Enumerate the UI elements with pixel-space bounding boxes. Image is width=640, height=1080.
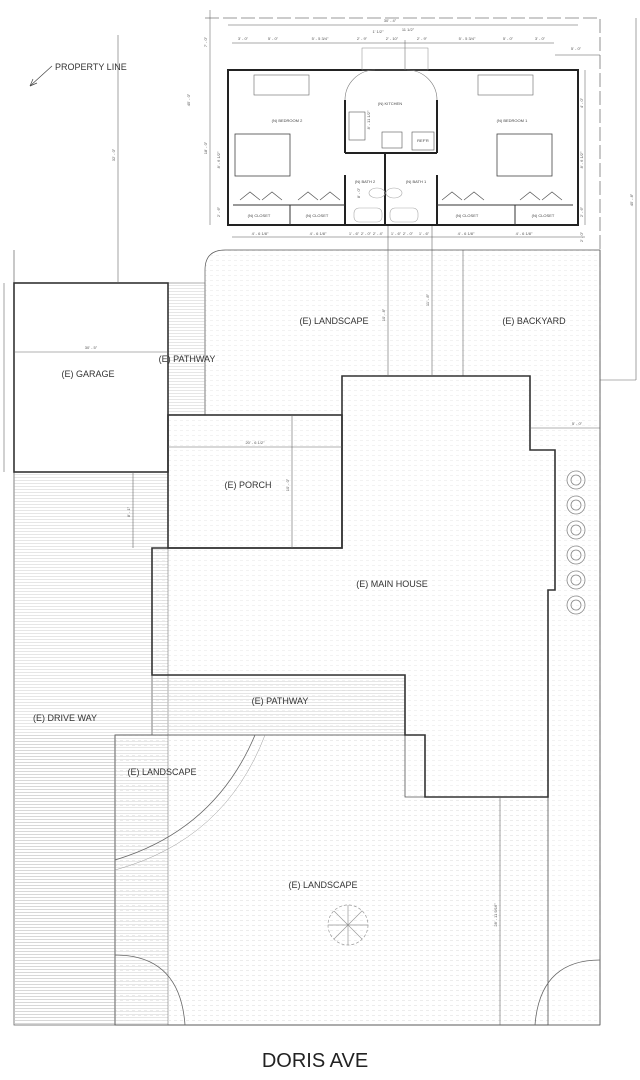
svg-text:2' - 0": 2' - 0" xyxy=(361,231,372,236)
dim-porch-width: 20' - 6 1/2" xyxy=(245,440,265,445)
dim-adu-setback-right: 5' - 0" xyxy=(571,46,582,51)
svg-text:1' - 6": 1' - 6" xyxy=(391,231,402,236)
svg-text:4' - 6 1/8": 4' - 6 1/8" xyxy=(252,231,269,236)
dim-adu-to-house: 10' - 8" xyxy=(381,308,386,321)
dim-bath-depth: 8' - 0" xyxy=(356,187,361,198)
svg-text:2' - 0": 2' - 0" xyxy=(579,231,584,242)
front-landscape xyxy=(114,734,549,1026)
svg-text:3' - 0": 3' - 0" xyxy=(238,36,249,41)
svg-text:5' - 5 3/4": 5' - 5 3/4" xyxy=(312,36,329,41)
tree-icon xyxy=(566,495,586,515)
property-line-callout: PROPERTY LINE xyxy=(29,62,127,87)
dim-adu-top: 3' - 0" 5' - 0" 5' - 5 3/4" 2' - 9" 2' -… xyxy=(238,27,546,41)
dim-adu-depth: 18' - 0" xyxy=(203,141,208,154)
tree-row xyxy=(566,470,586,615)
room-label-bedroom-1: (N) BEDROOM 1 xyxy=(497,118,528,123)
dim-porch-depth: 10' - 0" xyxy=(285,478,290,491)
room-label-closet: (N) CLOSET xyxy=(248,213,271,218)
street-name: DORIS AVE xyxy=(262,1050,368,1072)
tree-icon xyxy=(566,595,586,615)
main-house xyxy=(151,375,556,798)
svg-text:2' - 9": 2' - 9" xyxy=(417,36,428,41)
dim-adu-width: 30' - 4" xyxy=(384,18,397,23)
svg-text:11 1/2": 11 1/2" xyxy=(402,27,415,32)
svg-text:4' - 6 1/8": 4' - 6 1/8" xyxy=(458,231,475,236)
svg-text:1' 1/2": 1' 1/2" xyxy=(372,29,384,34)
room-label-refr: REF'R xyxy=(417,138,429,143)
label-garage: (E) GARAGE xyxy=(61,369,114,379)
svg-text:4' - 6 1/8": 4' - 6 1/8" xyxy=(310,231,327,236)
label-pathway-upper: (E) PATHWAY xyxy=(159,354,216,364)
room-label-closet: (N) CLOSET xyxy=(532,213,555,218)
dim-lot-right: 45' - 8" xyxy=(629,193,634,206)
label-landscape-front: (E) LANDSCAPE xyxy=(288,880,357,890)
svg-text:5' - 0": 5' - 0" xyxy=(268,36,279,41)
svg-text:4' - 6 1/8": 4' - 6 1/8" xyxy=(516,231,533,236)
svg-text:2' - 9": 2' - 9" xyxy=(357,36,368,41)
dim-kitchen-depth: 8' - 11 1/2" xyxy=(366,110,371,129)
dimension-lines xyxy=(3,18,637,1025)
upper-pathway xyxy=(167,282,206,416)
label-main-house: (E) MAIN HOUSE xyxy=(356,579,428,589)
label-backyard: (E) BACKYARD xyxy=(502,316,566,326)
dim-adu-bottom: 4' - 6 1/8" 4' - 6 1/8" 1' - 6" 2' - 0" … xyxy=(252,231,533,236)
tree-icon xyxy=(327,904,369,946)
tree-icon xyxy=(566,545,586,565)
dim-house-to-street: 28' - 11 9/16" xyxy=(493,903,498,927)
tree-icon xyxy=(566,520,586,540)
driveway-lower xyxy=(14,735,115,1025)
dim-adu-side-left: 8' - 6 1/2" 2' - 6" xyxy=(216,151,221,217)
room-label-closet: (N) CLOSET xyxy=(306,213,329,218)
dim-lot-left: 32' - 0" xyxy=(111,148,116,161)
svg-text:PROPERTY LINE: PROPERTY LINE xyxy=(55,62,127,72)
room-label-bath-2: (N) BATH 2 xyxy=(355,179,376,184)
svg-text:1' - 6": 1' - 6" xyxy=(349,231,360,236)
label-landscape-rear: (E) LANDSCAPE xyxy=(299,316,368,326)
svg-text:2' - 10": 2' - 10" xyxy=(386,36,399,41)
landscape-arc xyxy=(114,734,256,861)
dim-adu-setback-top: 7' - 0" xyxy=(203,36,208,47)
label-pathway-lower: (E) PATHWAY xyxy=(252,696,309,706)
dim-garage-width: 30' - 5" xyxy=(85,345,98,350)
svg-text:2' - 6": 2' - 6" xyxy=(579,206,584,217)
label-drive-way: (E) DRIVE WAY xyxy=(33,713,97,723)
tree-icon xyxy=(566,470,586,490)
room-label-closet: (N) CLOSET xyxy=(456,213,479,218)
svg-text:5' - 5 3/4": 5' - 5 3/4" xyxy=(459,36,476,41)
garage xyxy=(13,282,169,473)
svg-text:2' - 4": 2' - 4" xyxy=(373,231,384,236)
svg-text:2' - 0": 2' - 0" xyxy=(403,231,414,236)
adu-floor-plan xyxy=(209,10,600,238)
svg-text:8' - 6 1/2": 8' - 6 1/2" xyxy=(579,151,584,168)
corner-arc-right xyxy=(534,959,601,1026)
corner-arc-left xyxy=(114,954,186,1026)
lower-pathway xyxy=(151,674,406,736)
tree-icon xyxy=(566,570,586,590)
dim-house-side-setback: 5' - 0" xyxy=(572,421,583,426)
dim-lot-left-outer: 45' - 0" xyxy=(186,93,191,106)
room-label-bedroom-2: (N) BEDROOM 2 xyxy=(272,118,303,123)
label-porch: (E) PORCH xyxy=(225,480,272,490)
svg-text:1' - 6": 1' - 6" xyxy=(419,231,430,236)
svg-text:5' - 0": 5' - 0" xyxy=(503,36,514,41)
svg-text:8' - 6 1/2": 8' - 6 1/2" xyxy=(216,151,221,168)
svg-text:3' - 0": 3' - 0" xyxy=(535,36,546,41)
room-label-bath-1: (N) BATH 1 xyxy=(406,179,427,184)
dim-adu-side-right: 4' - 0" 8' - 6 1/2" 2' - 6" 2' - 0" xyxy=(579,97,584,242)
room-label-kitchen: (N) KITCHEN xyxy=(378,101,402,106)
svg-text:4' - 0": 4' - 0" xyxy=(579,97,584,108)
svg-text:2' - 6": 2' - 6" xyxy=(216,206,221,217)
label-landscape-left: (E) LANDSCAPE xyxy=(127,767,196,777)
dim-adu-to-house: 11' - 8" xyxy=(425,293,430,306)
dim-garage-to-house: 8' - 1" xyxy=(126,506,131,517)
